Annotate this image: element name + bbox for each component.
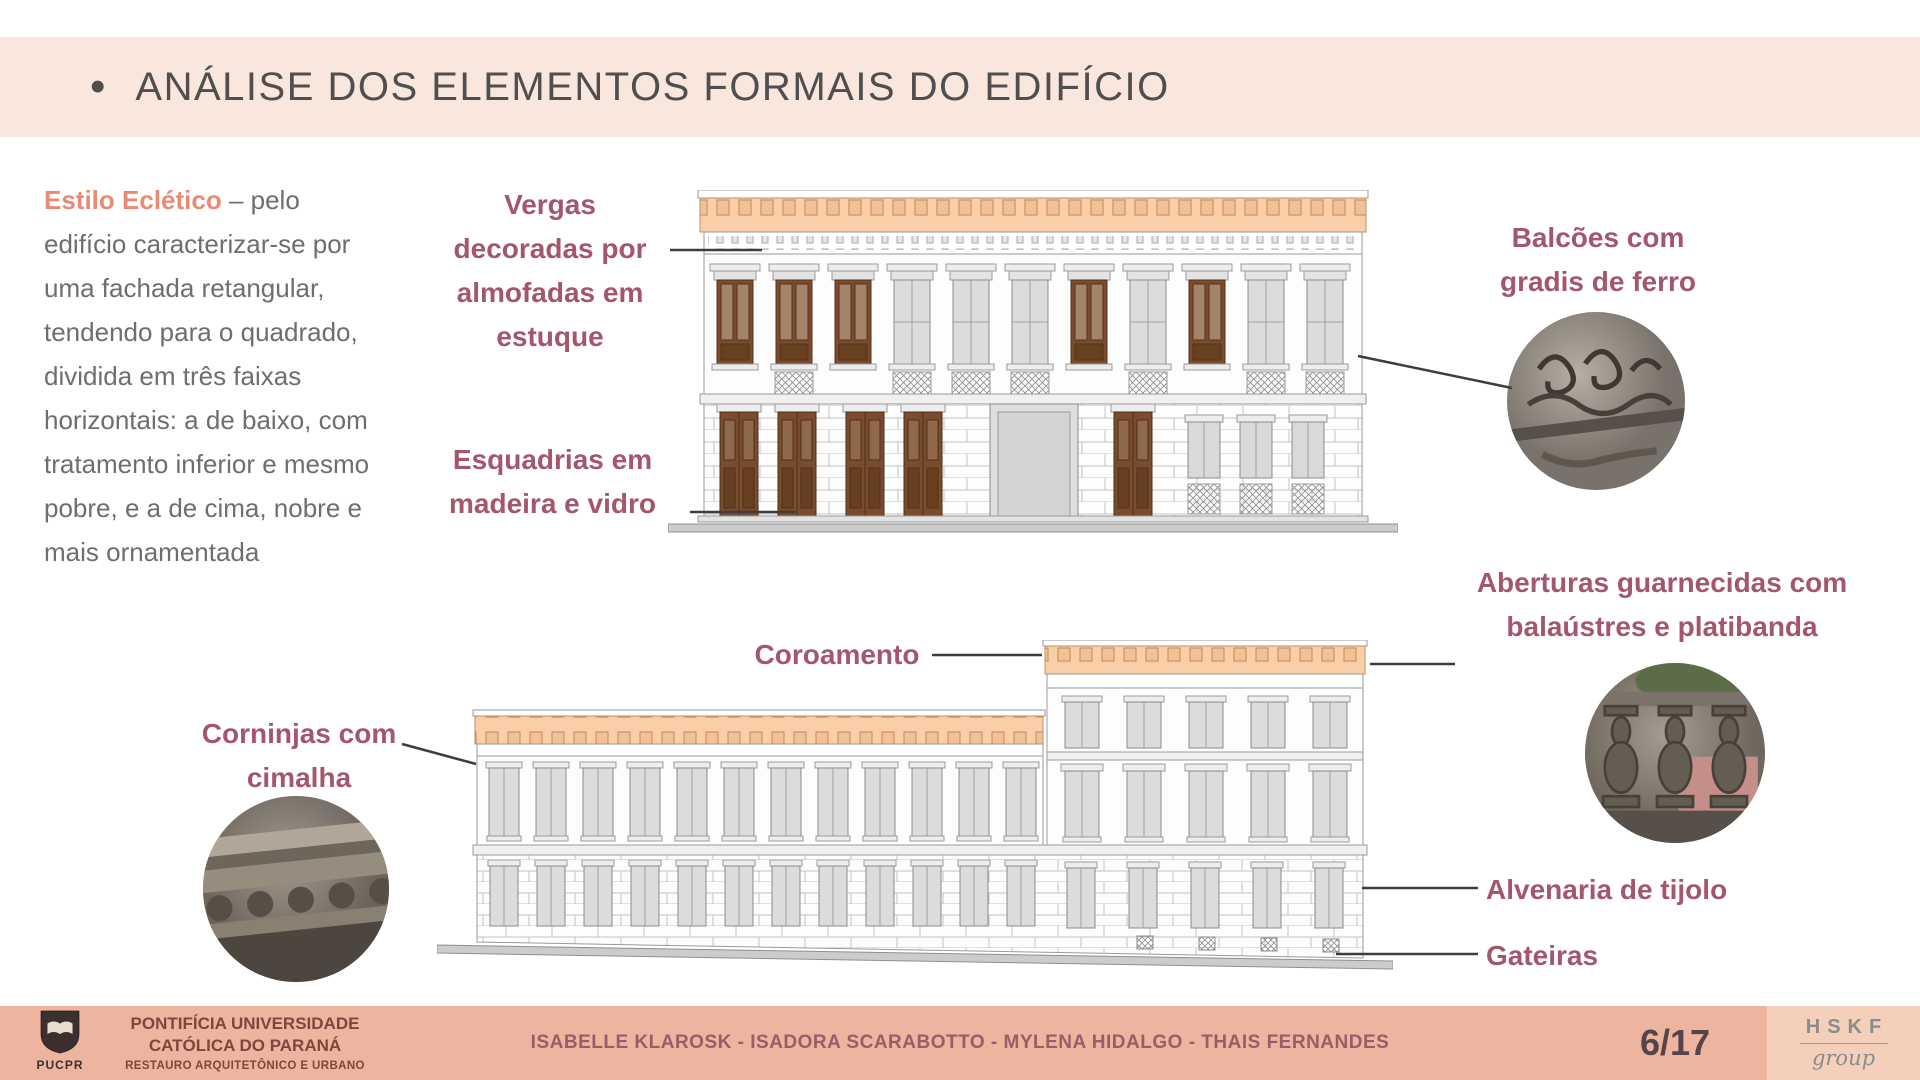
header-bar: • ANÁLISE DOS ELEMENTOS FORMAIS DO EDIFÍ… xyxy=(0,37,1920,137)
label-gateiras: Gateiras xyxy=(1486,940,1599,971)
brand-box: HSKF group xyxy=(1767,1006,1920,1080)
label-esquadrias: Esquadrias em madeira e vidro xyxy=(449,444,656,519)
university-line1: PONTIFÍCIA UNIVERSIDADE xyxy=(130,1014,360,1033)
authors-line: ISABELLE KLAROSK - ISADORA SCARABOTTO - … xyxy=(530,1032,1390,1053)
style-highlight: Estilo Eclético xyxy=(44,185,222,215)
pucpr-logo-text: PUCPR xyxy=(36,1058,84,1072)
university-line2: CATÓLICA DO PARANÁ xyxy=(148,1036,342,1055)
brand-divider xyxy=(1799,1043,1888,1044)
page-title: ANÁLISE DOS ELEMENTOS FORMAIS DO EDIFÍCI… xyxy=(135,64,1170,109)
balusters-photo xyxy=(1585,663,1765,843)
iron-railing-photo xyxy=(1507,312,1685,490)
pucpr-shield-icon xyxy=(40,1010,80,1054)
brand-name: HSKF xyxy=(1805,1016,1889,1038)
brand-sub: group xyxy=(1811,1046,1876,1070)
label-coroamento: Coroamento xyxy=(754,639,920,670)
intro-paragraph: Estilo Eclético – pelo edifício caracter… xyxy=(44,178,389,574)
course-name: RESTAURO ARQUITETÔNICO E URBANO xyxy=(125,1060,365,1072)
pucpr-logo: PUCPR xyxy=(28,1009,92,1072)
university-name: PONTIFÍCIA UNIVERSIDADE CATÓLICA DO PARA… xyxy=(100,1013,390,1072)
footer-bar: PUCPR PONTIFÍCIA UNIVERSIDADE CATÓLICA D… xyxy=(0,1006,1920,1080)
label-balcoes: Balcões com gradis de ferro xyxy=(1499,222,1697,297)
label-corninjas: Corninjas com cimalha xyxy=(201,718,397,793)
page-number: 6/17 xyxy=(1639,1022,1711,1063)
label-alvenaria: Alvenaria de tijolo xyxy=(1486,874,1728,905)
title-bullet-icon: • xyxy=(90,62,106,111)
label-aberturas: Aberturas guarnecidas com balaústres e p… xyxy=(1476,567,1848,642)
intro-text: – pelo edifício caracterizar-se por uma … xyxy=(44,185,370,567)
building-elevation-top xyxy=(668,190,1398,533)
building-elevation-bottom xyxy=(437,640,1393,970)
cornice-photo xyxy=(203,796,389,982)
label-vergas: Vergas decoradas por almofadas em estuqu… xyxy=(453,189,647,352)
